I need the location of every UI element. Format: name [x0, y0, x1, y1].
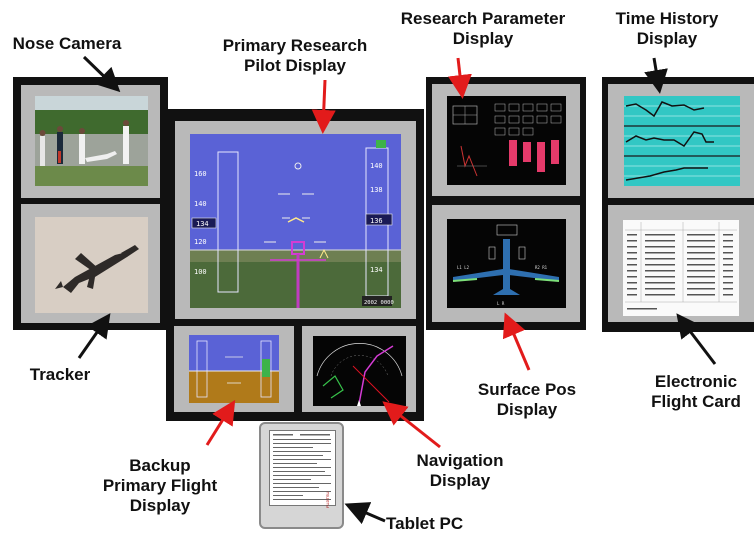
- label-surface-pos-display: Surface Pos Display: [477, 380, 577, 419]
- label-tracker: Tracker: [29, 365, 91, 384]
- electronic-flight-card-image: [623, 220, 739, 316]
- label-tablet-pc: Tablet PC: [386, 514, 464, 533]
- surface-pos-image: L1 L2 R2 R1 L R: [447, 219, 566, 308]
- research-parameter-image: [447, 96, 566, 185]
- tablet-pc: FUJITSU: [259, 422, 344, 529]
- tablet-pc-screen: [269, 430, 336, 506]
- label-research-parameter-display: Research Parameter Display: [400, 9, 566, 48]
- nose-camera-image: [35, 96, 148, 186]
- time-history-image: [624, 96, 740, 186]
- pfd-alt-tick: 138: [370, 186, 383, 194]
- pfd-speed-tick: 120: [194, 238, 207, 246]
- tracker-screen: [35, 217, 148, 313]
- pfd-alt-readout: 136: [370, 217, 383, 225]
- pfd-speed-readout: 134: [196, 220, 209, 228]
- label-backup-primary-flight-display: Backup Primary Flight Display: [102, 456, 218, 515]
- svg-text:L R: L R: [497, 301, 505, 306]
- primary-research-pilot-display-screen: 160 140 134 120 100 140 138 136 134 2002…: [190, 134, 401, 308]
- navigation-display-image: [313, 336, 406, 406]
- tablet-pc-document-image: [273, 434, 331, 500]
- pfd-image: 160 140 134 120 100 140 138 136 134 2002…: [190, 134, 401, 308]
- surface-pos-display-screen: L1 L2 R2 R1 L R: [447, 219, 566, 308]
- svg-text:L1 L2: L1 L2: [457, 265, 470, 270]
- navigation-display-screen: [313, 336, 406, 406]
- research-parameter-display-screen: [447, 96, 566, 185]
- label-primary-research-pilot-display: Primary Research Pilot Display: [222, 36, 368, 75]
- tablet-brand: FUJITSU: [325, 491, 330, 508]
- time-history-display-screen: [624, 96, 740, 186]
- label-time-history-display: Time History Display: [615, 9, 719, 48]
- pfd-alt-tick: 140: [370, 162, 383, 170]
- label-navigation-display: Navigation Display: [416, 451, 504, 490]
- pfd-alt-bug: 2002 0000: [364, 300, 394, 306]
- nose-camera-screen: [35, 96, 148, 186]
- pfd-speed-tick: 160: [194, 170, 207, 178]
- tablet-pc-arrow: [344, 502, 386, 525]
- tracker-aircraft-image: [35, 217, 148, 313]
- pfd-speed-tick: 100: [194, 268, 207, 276]
- backup-pfd-image: [189, 335, 279, 403]
- pfd-speed-tick: 140: [194, 200, 207, 208]
- svg-text:R2 R1: R2 R1: [535, 265, 548, 270]
- electronic-flight-card-screen: [623, 220, 739, 316]
- label-electronic-flight-card: Electronic Flight Card: [651, 372, 741, 411]
- pfd-alt-tick: 134: [370, 266, 383, 274]
- label-nose-camera: Nose Camera: [12, 34, 122, 53]
- backup-pfd-screen: [189, 335, 279, 403]
